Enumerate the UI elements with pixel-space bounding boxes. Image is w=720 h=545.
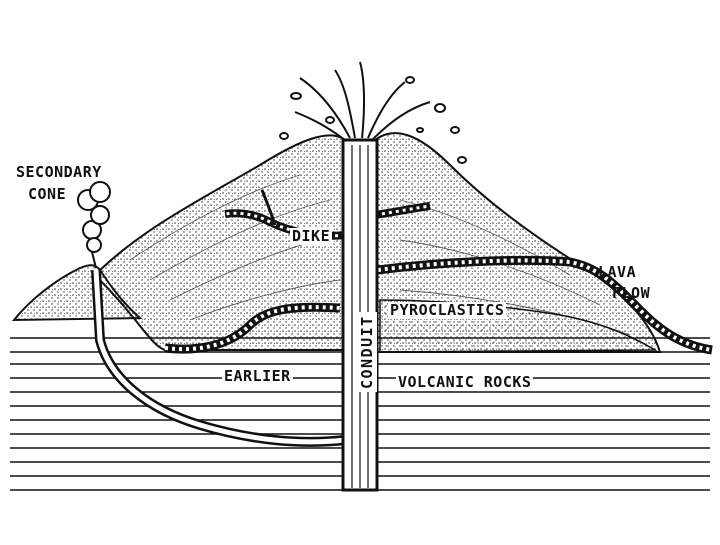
eruption-ejecta [279,61,467,164]
secondary-cone-label-line1: SECONDARY [16,163,102,181]
volcanic-rocks-label: VOLCANIC ROCKS [396,373,534,391]
lava-flow-label-line1: LAVA [598,263,637,281]
steam-cloud [77,181,111,269]
earlier-label: EARLIER [222,367,293,385]
main-cone [93,134,346,351]
conduit-label: CONDUIT [357,312,377,392]
lava-flow-label-line2: FLOW [612,284,651,302]
secondary-cone [11,264,143,322]
dike-label: DIKE [290,227,333,245]
pyroclastics-label: PYROCLASTICS [388,301,507,319]
secondary-cone-label-line2: CONE [28,185,67,203]
main-cone-right [374,132,662,353]
